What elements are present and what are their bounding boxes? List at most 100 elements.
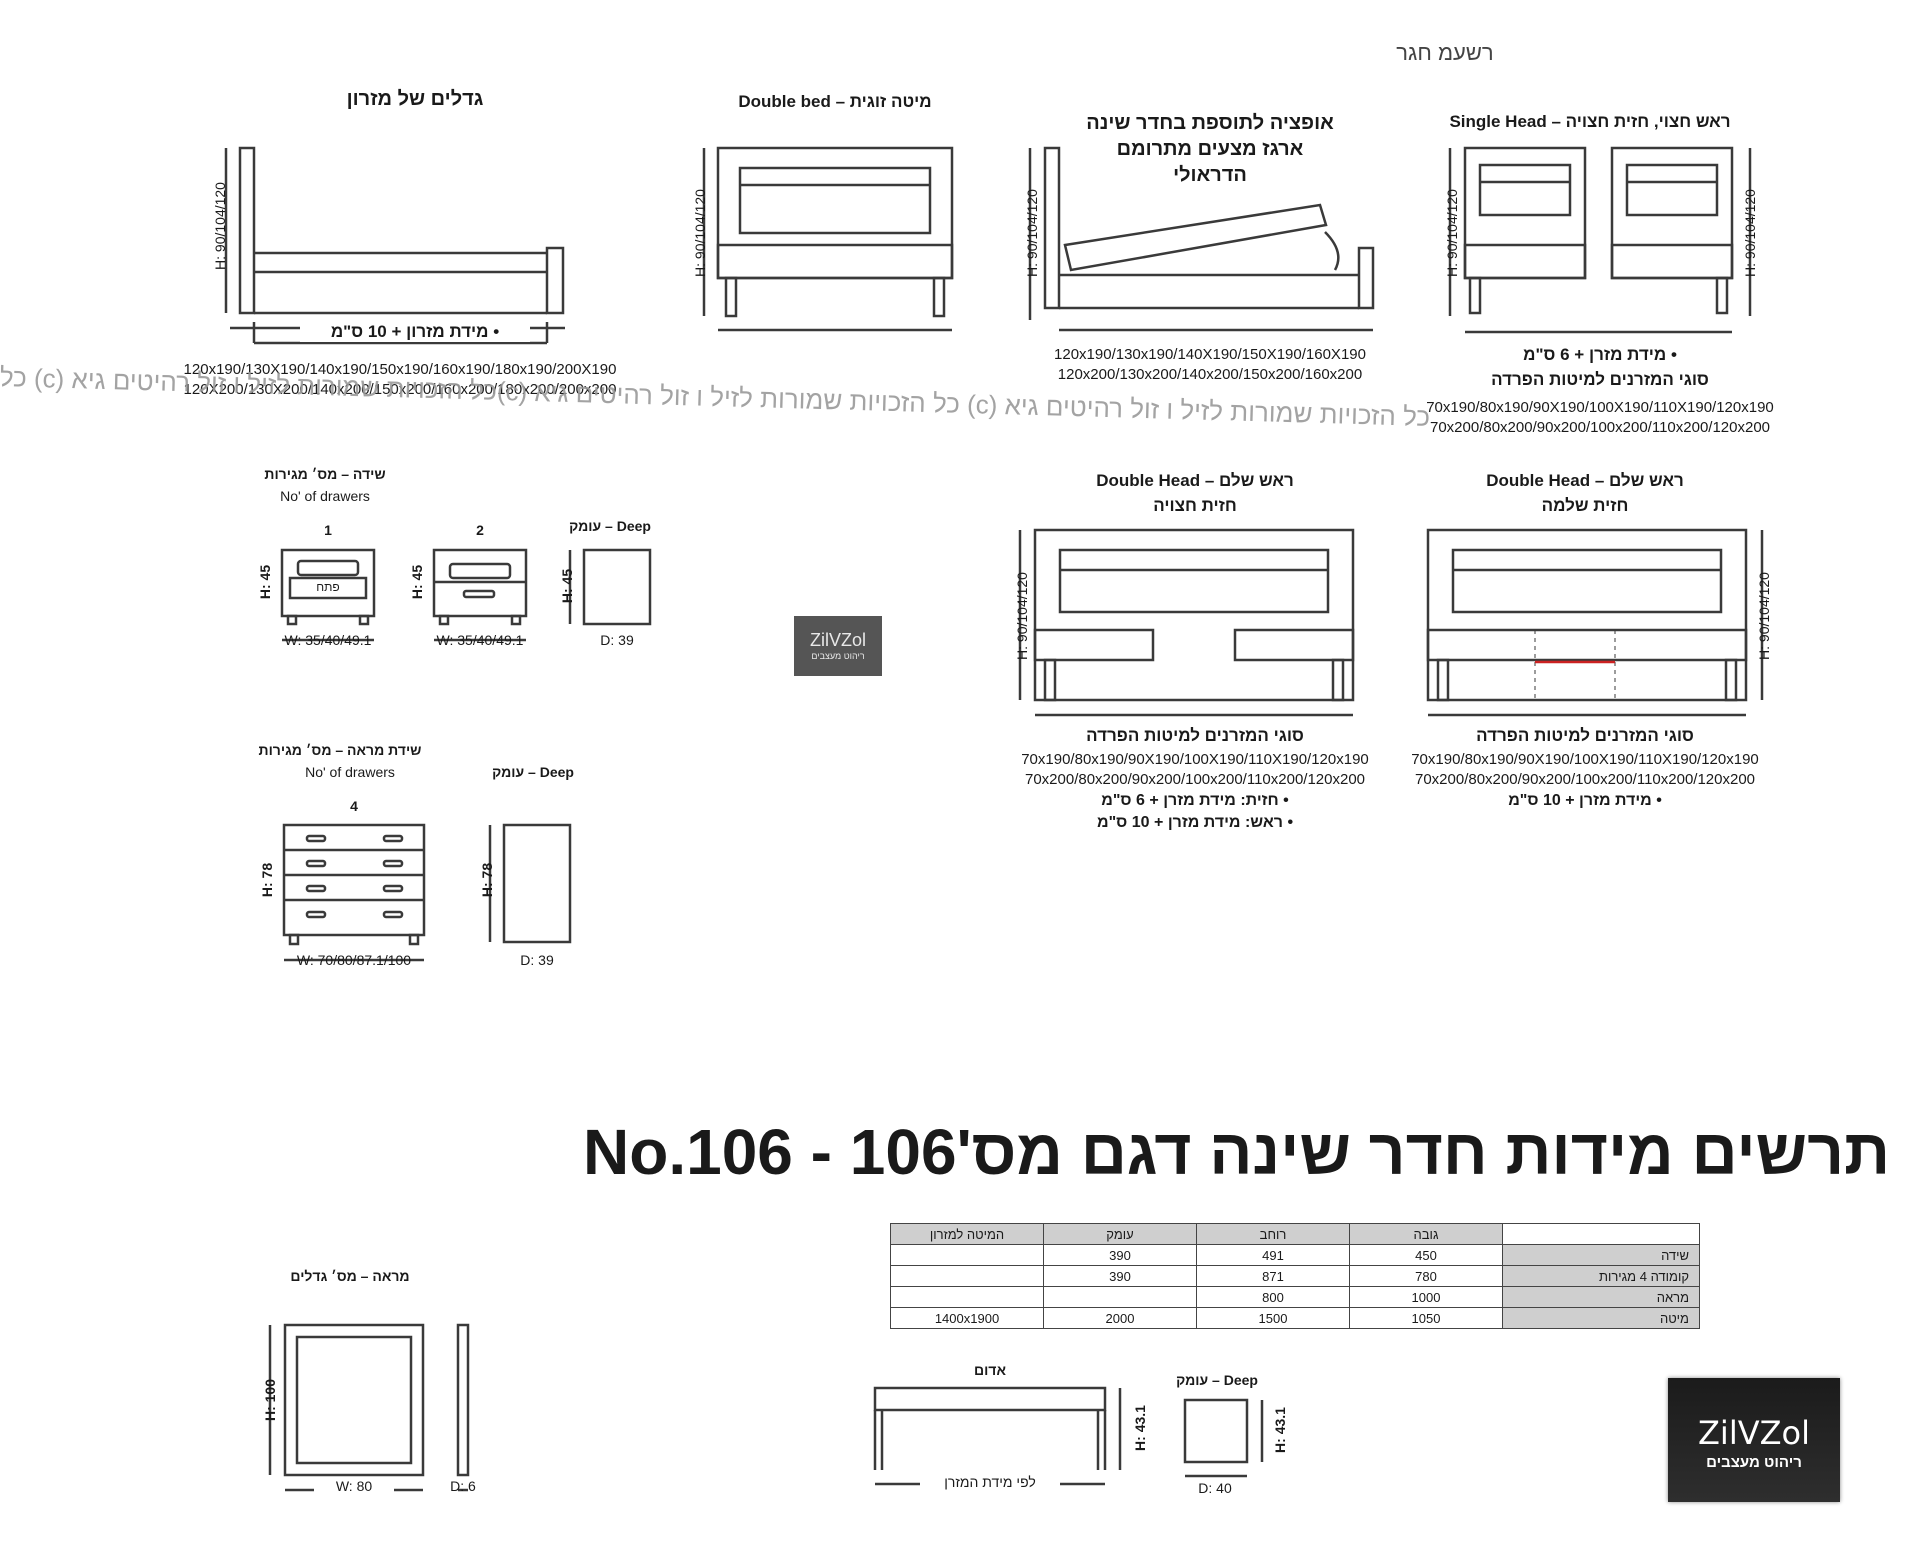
table-header-cell: עומק <box>1043 1223 1197 1245</box>
table-cell: 491 <box>1196 1244 1350 1266</box>
single-head-height-right: H: 90/104/120 <box>1742 189 1758 277</box>
nightstand-2-width: W: 35/40/49.1 <box>436 632 524 648</box>
storage-height-label: H: 90/104/120 <box>1024 189 1040 277</box>
mattress-size-list: 120x190/130X190/140x190/150x190/160x190/… <box>160 360 640 400</box>
bench-width-note: לפי מידת המזרן <box>920 1474 1060 1490</box>
double-head-full-drawing <box>1426 528 1764 717</box>
table-cell: 2000 <box>1043 1307 1197 1329</box>
single-head-drawing <box>1448 146 1752 334</box>
storage-sizes-200: 120x200/130x200/140x200/150x200/160x200 <box>1057 366 1363 383</box>
table-row-label: מיטה <box>1502 1307 1700 1329</box>
table-cell: 1400x1900 <box>890 1307 1044 1329</box>
brand-logo-name: ZilVZol <box>1698 1414 1810 1452</box>
double-head-full-title-2: חזית שלמה <box>1541 496 1629 515</box>
double-head-split-sizes-200: 70x200/80x200/90x200/100x200/110x200/120… <box>1024 771 1366 788</box>
mattress-sizes-title: גדלים של מזרון <box>346 88 484 110</box>
brand-logo-small: ZilVZol ריהוט מעצבים <box>794 616 882 676</box>
table-cell: 1000 <box>1349 1286 1503 1308</box>
dresser-height: H: 78 <box>259 862 275 898</box>
single-head-note-1: • מידת מזרן + 6 ס"מ <box>1523 345 1677 364</box>
mirror-drawing <box>268 1323 470 1492</box>
dresser-side-height: H: 78 <box>479 862 495 898</box>
storage-sizes-190: 120x190/130x190/140X190/150X190/160X190 <box>1054 346 1366 363</box>
double-head-full-dim-note: • מידת מזרן + 10 ס"מ <box>1508 792 1662 809</box>
table-header-cell: רוחב <box>1196 1223 1350 1245</box>
storage-title-line-1: אופציה לתוספת בחדר שינה <box>1086 112 1334 134</box>
double-head-split-title: ראש שלם – Double Head חזית חצויה <box>1050 468 1340 518</box>
storage-title-line-2: ארגז מצעים מתרומם <box>1116 138 1304 160</box>
storage-size-list: 120x190/130x190/140X190/150X190/160X190 … <box>1040 345 1380 385</box>
table-header-cell: גובה <box>1349 1223 1503 1245</box>
mirror-height: H: 100 <box>262 1378 278 1422</box>
double-bed-drawing <box>702 146 954 332</box>
storage-option-title: אופציה לתוספת בחדר שינה ארגז מצעים מתרומ… <box>1060 110 1360 188</box>
double-head-full-sizes-200: 70x200/80x200/90x200/100x200/110x200/120… <box>1414 771 1756 788</box>
nightstand-1-width: W: 35/40/49.1 <box>284 632 372 648</box>
mattress-sizes-200: 120X200/130X200/140x200/150x200/160x200/… <box>183 381 617 398</box>
nightstand-1-height: H: 45 <box>257 564 273 600</box>
brand-logo-tagline: ריהוט מעצבים <box>1706 1454 1802 1471</box>
double-head-split-title-1: ראש שלם – Double Head <box>1096 471 1294 490</box>
table-row-label: מראה <box>1502 1286 1700 1308</box>
double-head-full-height: H: 90/104/120 <box>1756 572 1772 660</box>
single-head-note-2: סוגי המזרנים למיטות הפרדה <box>1491 370 1709 389</box>
mirror-depth: D: 6 <box>450 1478 476 1494</box>
table-cell: 450 <box>1349 1244 1503 1266</box>
double-head-split-sizes-190: 70x190/80x190/90X190/100X190/110X190/120… <box>1021 751 1369 768</box>
double-head-split-types: סוגי המזרנים למיטות הפרדה <box>1086 726 1304 745</box>
double-bed-height-label: H: 90/104/120 <box>692 189 708 277</box>
double-head-split-front-note: • חזית: מידת מזרן + 6 ס"מ <box>1101 792 1289 809</box>
bench-side-title: Deep – עומק <box>1176 1372 1258 1388</box>
bench-drawing <box>873 1386 1122 1486</box>
bed-side-drawing <box>224 146 565 345</box>
nightstand-count-1: 1 <box>324 522 332 538</box>
table-cell: 800 <box>1196 1286 1350 1308</box>
storage-title-line-3: הדראולי <box>1173 164 1247 186</box>
dresser-deep-label: Deep – עומק <box>492 764 574 780</box>
single-head-sizes-190: 70x190/80x190/90X190/100X190/110X190/120… <box>1426 399 1774 416</box>
nightstand-side-drawing <box>568 548 652 626</box>
single-head-sizes-200: 70x200/80x200/90x200/100x200/110x200/120… <box>1429 419 1771 436</box>
nightstand-1-drawing <box>280 548 376 642</box>
table-row-label: קומודה 4 מגירות <box>1502 1265 1700 1287</box>
storage-bed-drawing <box>1028 146 1375 332</box>
table-cell <box>890 1244 1044 1266</box>
spec-table: גובה רוחב עומק המיטה למזרון שידה 450 491… <box>890 1223 1700 1329</box>
nightstand-2-height: H: 45 <box>409 564 425 600</box>
double-head-full-title-1: ראש שלם – Double Head <box>1486 471 1684 490</box>
brand-logo-small-name: ZilVZol <box>809 630 866 650</box>
table-cell: 1500 <box>1196 1307 1350 1329</box>
nightstand-title: שידה – מס׳ מגירות <box>264 466 386 482</box>
table-cell <box>890 1265 1044 1287</box>
table-corner-cell <box>1502 1223 1700 1245</box>
double-head-split-size-list: 70x190/80x190/90X190/100X190/110X190/120… <box>1010 750 1380 790</box>
brand-logo: ZilVZol ריהוט מעצבים <box>1668 1378 1840 1502</box>
page-title: תרשים מידות חדר שינה דגם מס'106 - No.106 <box>583 1116 1890 1188</box>
dresser-title: שידת מראה – מס׳ מגירות <box>258 742 422 758</box>
table-row-label: שידה <box>1502 1244 1700 1266</box>
table-cell <box>890 1286 1044 1308</box>
table-header-row: גובה רוחב עומק המיטה למזרון <box>890 1223 1700 1245</box>
table-cell: 390 <box>1043 1265 1197 1287</box>
dresser-side-drawing <box>488 823 572 944</box>
table-row: קומודה 4 מגירות 780 871 390 <box>890 1265 1700 1287</box>
table-cell <box>1043 1286 1197 1308</box>
double-head-full-size-list: 70x190/80x190/90X190/100X190/110X190/120… <box>1400 750 1770 790</box>
nightstand-subtitle: No' of drawers <box>280 488 370 504</box>
table-cell: 1050 <box>1349 1307 1503 1329</box>
dresser-subtitle: No' of drawers <box>305 764 395 780</box>
bench-side-depth: D: 40 <box>1198 1480 1232 1496</box>
bench-side-height: H: 43.1 <box>1272 1407 1288 1453</box>
mattress-height-label: H: 90/104/120 <box>212 182 228 270</box>
bench-height: H: 43.1 <box>1132 1405 1148 1451</box>
table-cell: 780 <box>1349 1265 1503 1287</box>
dresser-depth: D: 39 <box>520 952 554 968</box>
table-row: מראה 1000 800 <box>890 1286 1700 1308</box>
mattress-sizes-190: 120x190/130X190/140x190/150x190/160x190/… <box>183 361 617 378</box>
double-bed-title: מיטה זוגית – Double bed <box>738 92 932 111</box>
dresser-width: W: 70/80/87.1/100 <box>296 952 412 968</box>
single-head-size-list: 70x190/80x190/90X190/100X190/110X190/120… <box>1420 398 1780 438</box>
dresser-drawing <box>282 823 426 962</box>
bench-title: אדום <box>973 1362 1006 1378</box>
